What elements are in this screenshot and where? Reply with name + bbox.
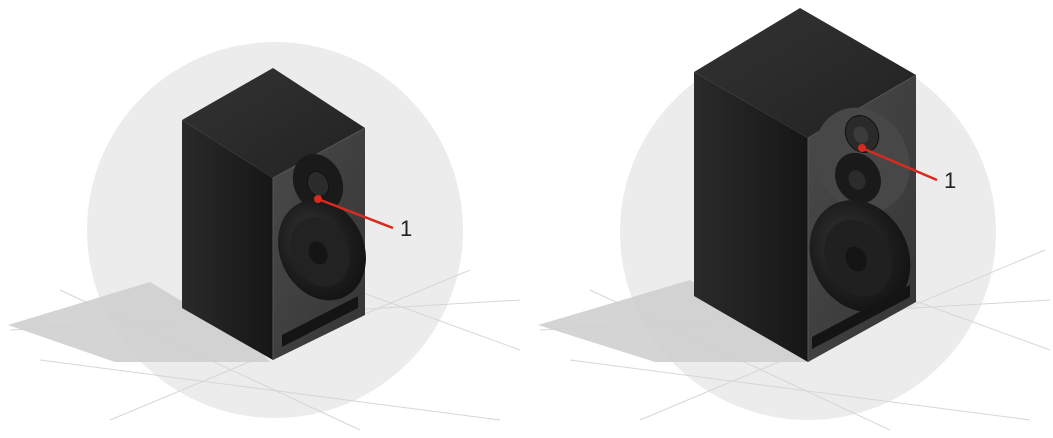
callout-label-right: 1 — [944, 168, 956, 193]
speaker-left-group: 1 — [8, 42, 520, 430]
speaker-large-cabinet — [694, 8, 930, 362]
callout-label-left: 1 — [400, 216, 412, 241]
speaker-right-group: 1 — [538, 8, 1050, 430]
leader-dot-right — [858, 144, 866, 152]
leader-dot-left — [314, 195, 322, 203]
